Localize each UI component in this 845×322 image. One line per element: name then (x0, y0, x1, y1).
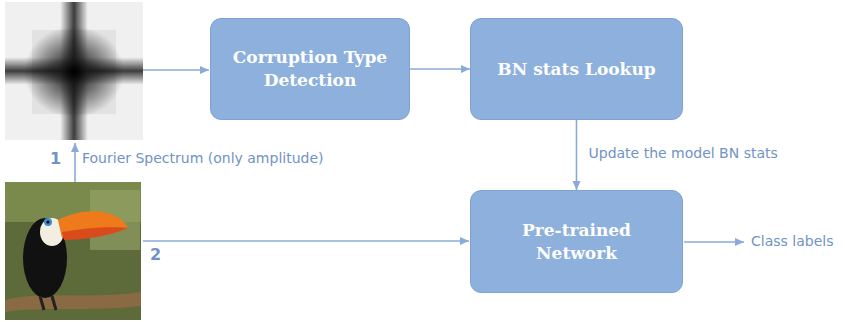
process-box: Pre-trained Network (470, 190, 683, 293)
arrow-line (684, 241, 744, 243)
edge-label: Update the model BN stats (587, 145, 780, 161)
callout-number: 2 (148, 245, 163, 264)
toucan-photo (5, 182, 141, 320)
fourier-spectrum (5, 2, 143, 140)
connector-arrow (410, 68, 470, 70)
arrow-line (143, 69, 209, 71)
callout-number: 1 (48, 149, 63, 168)
box-title: BN stats Lookup (497, 58, 655, 81)
arrow-line (74, 143, 76, 182)
box-title: Pre-trained Network (485, 219, 668, 265)
annotation-label: Fourier Spectrum (only amplitude) (80, 150, 325, 166)
process-box: BN stats Lookup (470, 18, 683, 120)
arrow-line (143, 240, 469, 242)
box-title: Corruption Type Detection (225, 46, 395, 92)
annotation-label: Class labels (749, 233, 835, 249)
connector-arrow (576, 120, 578, 190)
process-box: Corruption Type Detection (210, 18, 410, 120)
